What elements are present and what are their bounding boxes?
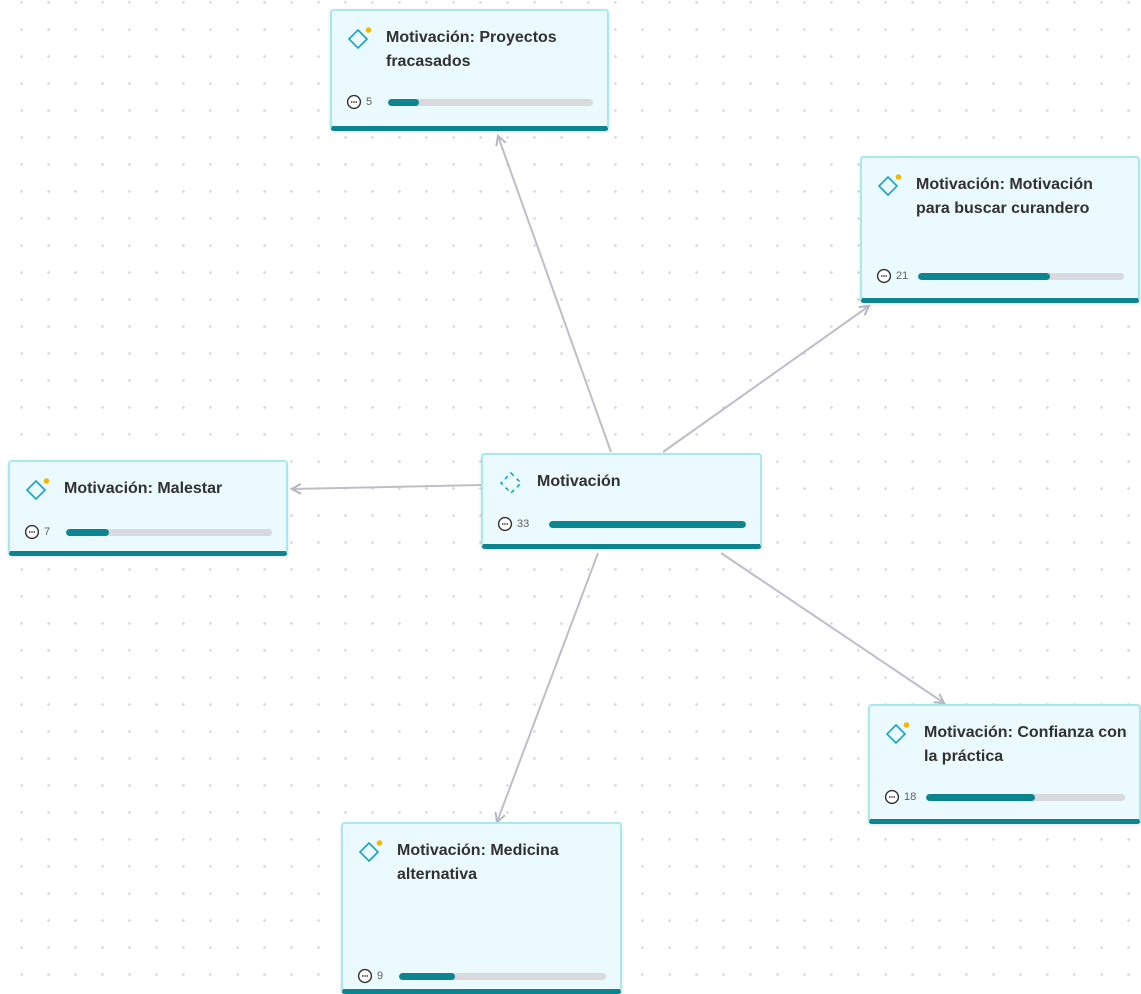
quote-bubble-icon bbox=[346, 94, 362, 110]
quote-count: 5 bbox=[366, 96, 373, 108]
progress-fill bbox=[66, 528, 110, 536]
node-proyectos-fracasados[interactable]: Motivación: Proyectos fracasados 5 bbox=[330, 9, 609, 131]
progress-track bbox=[388, 98, 593, 106]
edge-to-malestar bbox=[292, 485, 482, 489]
node-buscar-curandero[interactable]: Motivación: Motivación para buscar curan… bbox=[860, 156, 1140, 303]
progress-fill bbox=[926, 793, 1036, 801]
progress-track bbox=[926, 793, 1125, 801]
node-malestar[interactable]: Motivación: Malestar 7 bbox=[8, 460, 288, 556]
progress-fill bbox=[918, 272, 1050, 280]
quote-bubble-icon bbox=[497, 516, 513, 532]
quote-bubble-icon bbox=[357, 968, 373, 984]
quote-count: 21 bbox=[896, 270, 909, 282]
quote-bubble-icon bbox=[24, 524, 40, 540]
diamond-dot-icon bbox=[358, 840, 383, 863]
quote-count: 9 bbox=[377, 970, 384, 982]
diamond-dot-icon bbox=[347, 27, 372, 50]
edge-to-curandero bbox=[662, 306, 869, 453]
diamond-dot-icon bbox=[877, 174, 902, 197]
node-title: Motivación: Confianza con la práctica bbox=[924, 724, 1127, 765]
node-confianza-practica[interactable]: Motivación: Confianza con la práctica 18 bbox=[868, 704, 1141, 824]
edge-to-confianza bbox=[720, 552, 944, 703]
node-motivacion-root[interactable]: Motivación 33 bbox=[481, 453, 762, 549]
progress-track bbox=[918, 272, 1124, 280]
quote-count: 18 bbox=[904, 791, 917, 803]
quote-bubble-icon bbox=[884, 789, 900, 805]
progress-track bbox=[66, 528, 272, 536]
edge-to-medicina bbox=[497, 552, 599, 822]
progress-track bbox=[549, 520, 746, 528]
progress-track bbox=[399, 972, 606, 980]
progress-fill bbox=[388, 98, 419, 106]
node-title: Motivación: Medicina alternativa bbox=[397, 842, 559, 883]
quote-count: 7 bbox=[44, 526, 51, 538]
quote-count: 33 bbox=[517, 518, 530, 530]
node-title: Motivación bbox=[537, 473, 621, 490]
progress-fill bbox=[549, 520, 746, 528]
diamond-dot-icon bbox=[25, 478, 50, 501]
progress-fill bbox=[399, 972, 455, 980]
node-title: Motivación: Malestar bbox=[64, 480, 223, 497]
node-title: Motivación: Proyectos fracasados bbox=[386, 29, 557, 70]
diamond-dashed-icon bbox=[499, 471, 523, 494]
edge-to-proyectos bbox=[498, 136, 612, 453]
diamond-dot-icon bbox=[885, 722, 910, 745]
node-medicina-alternativa[interactable]: Motivación: Medicina alternativa 9 bbox=[341, 822, 622, 994]
quote-bubble-icon bbox=[876, 268, 892, 284]
node-title: Motivación: Motivación para buscar curan… bbox=[916, 176, 1093, 217]
